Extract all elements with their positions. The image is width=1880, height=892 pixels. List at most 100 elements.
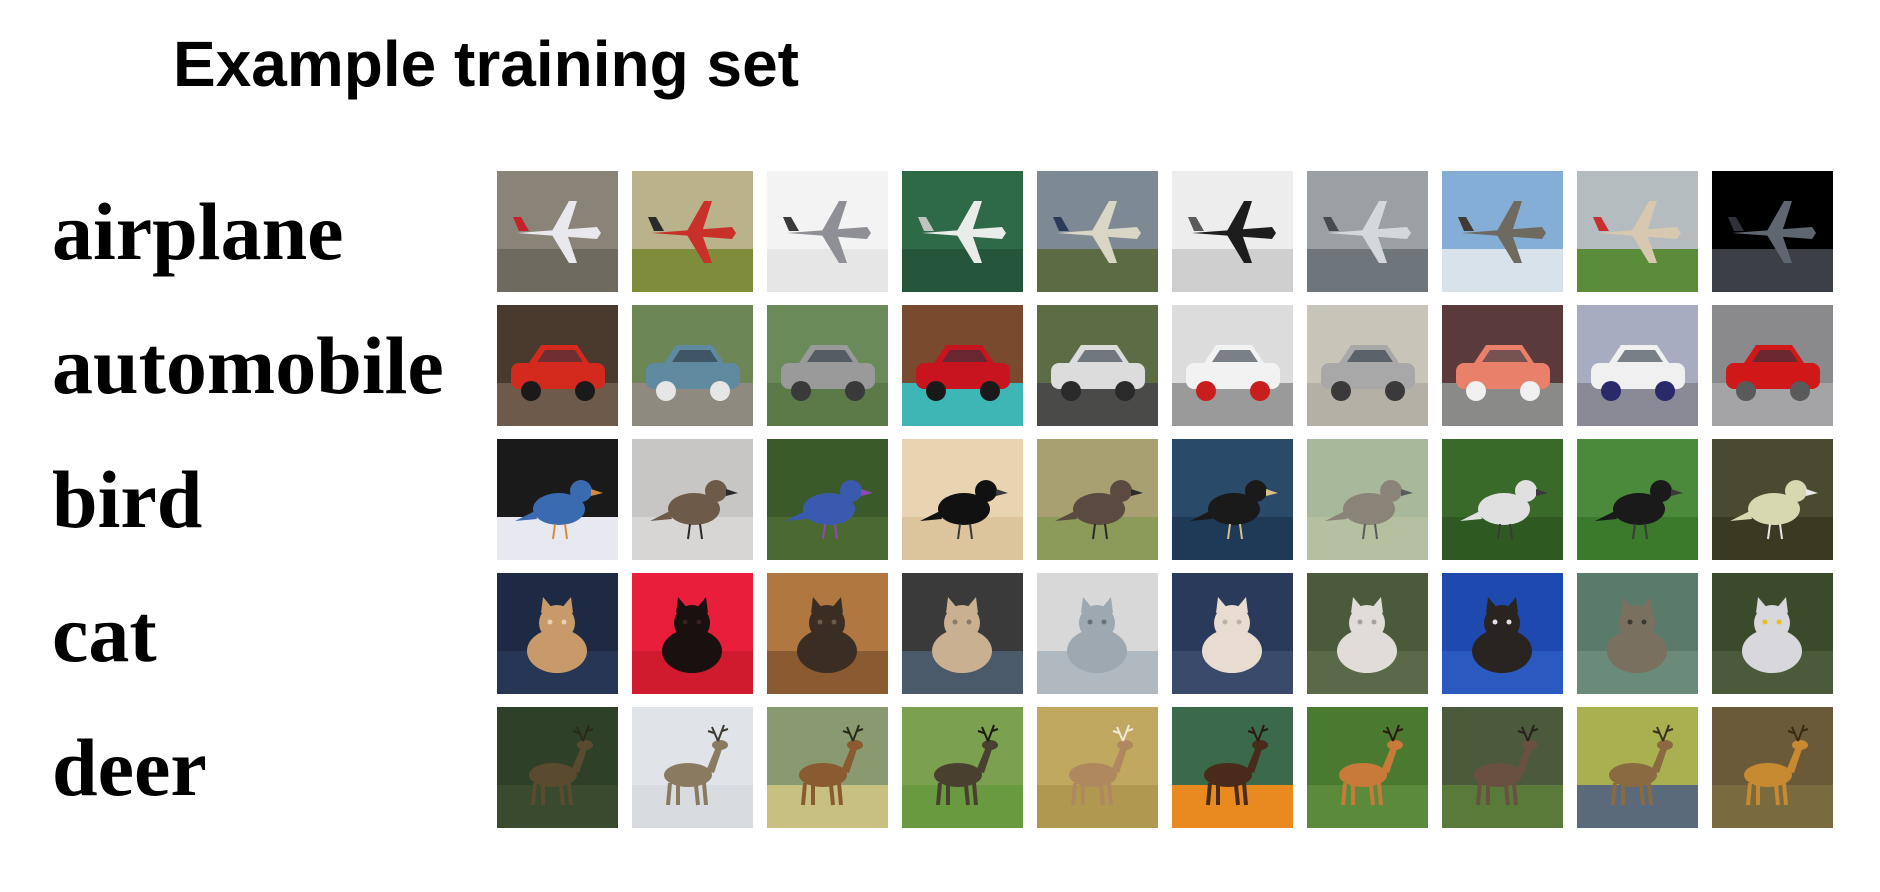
sample-image	[1577, 305, 1698, 426]
car-icon-shape	[1456, 345, 1550, 401]
sample-image	[1307, 305, 1428, 426]
sample-image	[767, 573, 888, 694]
deer-icon	[767, 707, 888, 828]
bird-icon-shape	[1325, 480, 1413, 540]
cat-icon	[767, 573, 888, 694]
sample-image	[1307, 171, 1428, 292]
class-row-deer: deer	[0, 707, 1880, 829]
sample-image	[1307, 707, 1428, 828]
bird-icon	[1172, 439, 1293, 560]
bird-icon	[1577, 439, 1698, 560]
deer-icon	[1442, 707, 1563, 828]
car-icon	[1307, 305, 1428, 426]
deer-icon	[1172, 707, 1293, 828]
sample-image	[1307, 573, 1428, 694]
sample-image	[1172, 439, 1293, 560]
car-icon	[1172, 305, 1293, 426]
airplane-icon-shape	[1323, 201, 1411, 263]
sample-image	[1172, 707, 1293, 828]
sample-image	[902, 707, 1023, 828]
cat-icon-shape	[1607, 597, 1667, 673]
airplane-icon	[767, 171, 888, 292]
sample-image	[1442, 707, 1563, 828]
car-icon-shape	[781, 345, 875, 401]
deer-icon	[1577, 707, 1698, 828]
car-icon-shape	[511, 345, 605, 401]
image-strip	[497, 305, 1833, 426]
bird-icon-shape	[1055, 480, 1143, 540]
deer-icon-shape	[799, 724, 864, 806]
bird-icon-shape	[515, 480, 603, 540]
bird-icon-shape	[1460, 480, 1548, 540]
cat-icon	[1172, 573, 1293, 694]
bird-icon	[632, 439, 753, 560]
car-icon	[1037, 305, 1158, 426]
car-icon	[497, 305, 618, 426]
car-icon	[632, 305, 753, 426]
sample-image	[1577, 573, 1698, 694]
airplane-icon	[632, 171, 753, 292]
sample-image	[1712, 439, 1833, 560]
sample-image	[902, 439, 1023, 560]
class-row-airplane: airplane	[0, 171, 1880, 293]
deer-icon	[1712, 707, 1833, 828]
sample-image	[767, 439, 888, 560]
airplane-icon	[1712, 171, 1833, 292]
deer-icon-shape	[1744, 724, 1809, 806]
deer-icon	[1307, 707, 1428, 828]
class-label: bird	[52, 454, 203, 545]
car-icon-shape	[1591, 345, 1685, 401]
sample-image	[1442, 439, 1563, 560]
bird-icon	[1037, 439, 1158, 560]
car-icon-shape	[1051, 345, 1145, 401]
deer-icon-shape	[529, 724, 594, 806]
cat-icon	[1307, 573, 1428, 694]
class-label: automobile	[52, 320, 444, 411]
sample-image	[1037, 305, 1158, 426]
cat-icon	[1037, 573, 1158, 694]
sample-image	[902, 573, 1023, 694]
sample-image	[632, 305, 753, 426]
cat-icon-shape	[1202, 597, 1262, 673]
cat-icon-shape	[1742, 597, 1802, 673]
deer-icon-shape	[1474, 724, 1539, 806]
image-strip	[497, 573, 1833, 694]
car-icon-shape	[1186, 345, 1280, 401]
airplane-icon-shape	[1458, 201, 1546, 263]
car-icon-shape	[1321, 345, 1415, 401]
sample-image	[632, 439, 753, 560]
sample-image	[1712, 707, 1833, 828]
bird-icon	[1442, 439, 1563, 560]
deer-icon-shape	[1204, 724, 1269, 806]
cat-icon	[902, 573, 1023, 694]
bird-icon-shape	[920, 480, 1008, 540]
image-strip	[497, 707, 1833, 828]
sample-image	[497, 573, 618, 694]
page-title: Example training set	[173, 28, 799, 100]
class-row-bird: bird	[0, 439, 1880, 561]
image-strip	[497, 171, 1833, 292]
sample-image	[1172, 305, 1293, 426]
cat-icon	[1442, 573, 1563, 694]
bird-icon-shape	[785, 480, 873, 540]
cat-icon-shape	[932, 597, 992, 673]
airplane-icon-shape	[1593, 201, 1681, 263]
sample-image	[1712, 171, 1833, 292]
bird-icon-shape	[650, 480, 738, 540]
class-label: airplane	[52, 186, 344, 277]
sample-image	[902, 305, 1023, 426]
airplane-icon-shape	[1188, 201, 1276, 263]
image-strip	[497, 439, 1833, 560]
class-label: cat	[52, 588, 157, 679]
sample-image	[767, 171, 888, 292]
bird-icon-shape	[1190, 480, 1278, 540]
sample-image	[1037, 439, 1158, 560]
bird-icon-shape	[1730, 480, 1818, 540]
bird-icon	[1307, 439, 1428, 560]
cat-icon-shape	[527, 597, 587, 673]
sample-image	[1442, 171, 1563, 292]
sample-image	[767, 707, 888, 828]
car-icon	[902, 305, 1023, 426]
bird-icon-shape	[1595, 480, 1683, 540]
airplane-icon-shape	[918, 201, 1006, 263]
